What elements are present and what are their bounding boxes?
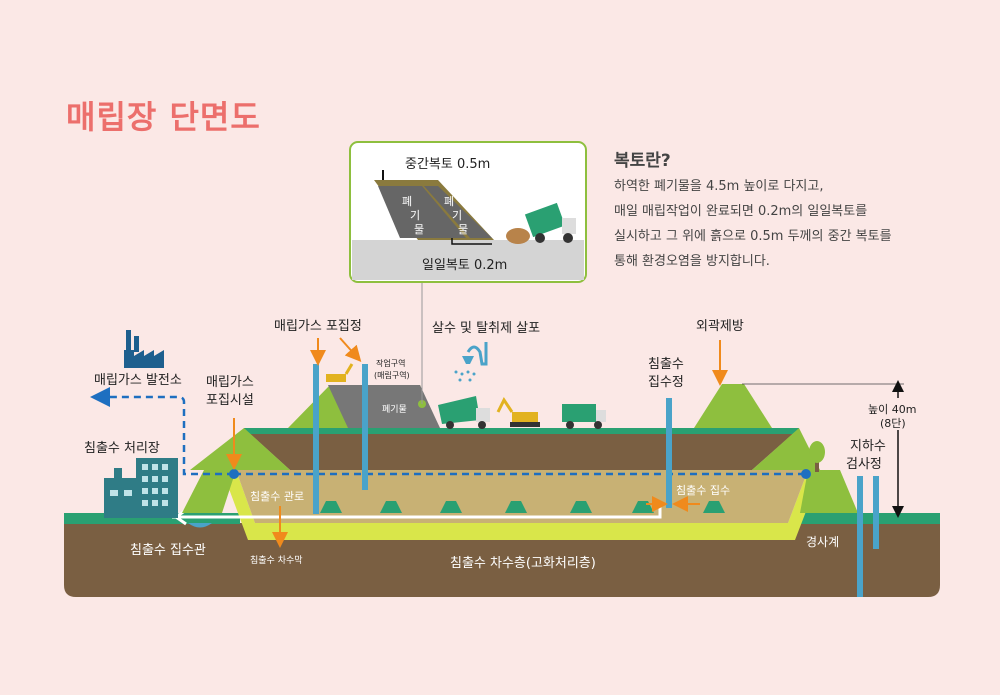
gas-well-pipe-2 <box>362 364 368 490</box>
grass-left-inner <box>190 428 290 470</box>
info-line-3: 실시하고 그 위에 흙으로 0.5m 두께의 중간 복토를 <box>614 229 892 244</box>
collection-pipe-joint <box>188 523 212 528</box>
leachate-well-pipe <box>666 398 672 508</box>
label-barrier-small: 침출수 차수막 <box>250 554 303 566</box>
label-leachate-plant: 침출수 처리장 <box>84 441 160 456</box>
label-groundwater-1: 지하수 <box>850 439 886 454</box>
outer-embankment <box>694 384 772 428</box>
dump-truck-1-icon <box>438 396 490 429</box>
grass-right-outer <box>800 470 858 513</box>
label-leachate-pipe: 침출수 관로 <box>250 490 304 503</box>
dump-truck-2-icon <box>562 404 606 429</box>
factory-icon <box>124 330 164 368</box>
label-leachate-collect: 침출수 집수 <box>676 484 730 497</box>
gas-node-left <box>229 469 239 479</box>
inset-waste-1a: 폐 <box>402 195 412 208</box>
label-spray: 살수 및 탈취제 살포 <box>432 321 540 336</box>
landfill-body <box>248 432 795 470</box>
ground-surface-left <box>64 513 240 524</box>
gas-node-right <box>801 469 811 479</box>
info-line-4: 통해 환경오염을 방지합니다. <box>614 254 770 269</box>
treatment-building-icon <box>104 458 178 518</box>
label-slope: 경사계 <box>806 535 839 549</box>
gas-line-to-plant <box>90 387 234 476</box>
label-groundwater-2: 검사정 <box>846 457 882 472</box>
page-title: 매립장 단면도 <box>66 98 261 136</box>
inset-waste-2a: 폐 <box>444 195 454 208</box>
info-line-2: 매일 매립작업이 완료되면 0.2m의 일일복토를 <box>614 204 868 219</box>
small-excavator-icon <box>326 363 354 382</box>
label-gas-facility-2: 포집시설 <box>206 393 254 408</box>
tree-trunk <box>815 460 819 472</box>
excavator-icon <box>496 397 540 427</box>
inset-waste-2c: 물 <box>458 223 468 236</box>
grass-left-outer <box>182 470 236 513</box>
label-gas-well: 매립가스 포집정 <box>274 319 362 334</box>
inset-waste-2b: 기 <box>452 209 462 222</box>
label-leachate-well-1: 침출수 <box>648 357 684 372</box>
groundwater-pipe-1 <box>857 476 863 597</box>
info-line-1: 하역한 폐기물을 4.5m 높이로 다지고, <box>614 179 824 194</box>
info-description: 하역한 폐기물을 4.5m 높이로 다지고, 매일 매립작업이 완료되면 0.2… <box>614 174 984 274</box>
label-waste-mound: 폐기물 <box>382 403 407 415</box>
grass-right-inner <box>752 428 820 470</box>
label-barrier-layer: 침출수 차수층(고화처리층) <box>450 556 596 571</box>
groundwater-pipe-2 <box>873 476 879 549</box>
label-leachate-well-2: 집수정 <box>648 375 684 390</box>
spray-icon <box>454 342 488 382</box>
label-height-1: 높이 40m <box>868 403 916 416</box>
inset-top-label: 중간복토 0.5m <box>405 157 490 172</box>
ground-surface-right <box>800 513 940 524</box>
inset-waste-1c: 물 <box>414 223 424 236</box>
label-embankment: 외곽제방 <box>696 319 744 334</box>
landfill-top-road <box>244 428 799 434</box>
drain-bumps <box>320 501 725 513</box>
label-height-2: (8단) <box>880 417 906 430</box>
label-gas-facility-1: 매립가스 <box>206 375 254 390</box>
label-collect-pipe: 침출수 집수관 <box>130 543 206 558</box>
waste-mound <box>328 385 440 428</box>
arrow-gas-well-2 <box>339 337 362 362</box>
inset-waste-1b: 기 <box>410 209 420 222</box>
label-gas-plant: 매립가스 발전소 <box>94 373 182 388</box>
gas-well-pipe-1 <box>313 364 319 514</box>
loader-icon <box>524 202 576 243</box>
tree-icon <box>809 441 825 463</box>
label-work-zone-1: 작업구역 <box>376 358 405 368</box>
inset-bottom-label: 일일복토 0.2m <box>422 258 507 273</box>
label-work-zone-2: (매립구역) <box>374 370 410 380</box>
soil-pile-icon <box>506 228 530 244</box>
info-heading: 복토란? <box>614 151 671 171</box>
cover-soil-inset <box>349 141 587 283</box>
